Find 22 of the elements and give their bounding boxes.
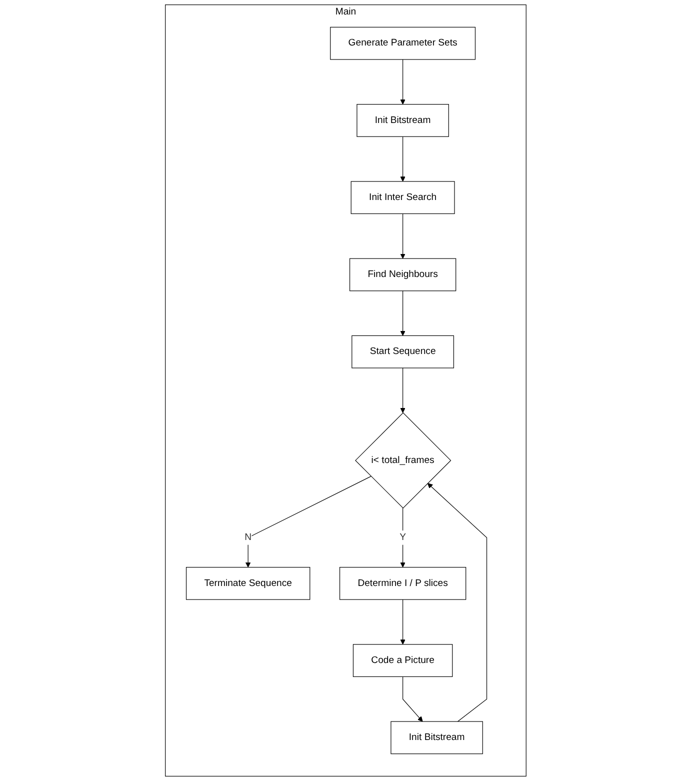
node-diamond: i< total_frames xyxy=(354,412,451,509)
node-box: Generate Parameter Sets xyxy=(330,26,476,60)
arrow xyxy=(400,59,406,105)
arrow xyxy=(400,213,406,259)
arrow xyxy=(245,476,372,568)
node-box: Find Neighbours xyxy=(349,258,456,292)
arrow xyxy=(402,676,423,722)
node-box: Init Inter Search xyxy=(350,181,455,214)
node-box: Start Sequence xyxy=(351,335,454,368)
edge-label: N xyxy=(244,532,252,542)
node-box: Init Bitstream xyxy=(390,721,483,754)
arrow xyxy=(427,483,487,722)
arrow xyxy=(400,599,406,645)
edge-label: Y xyxy=(399,532,406,542)
node-box: Code a Picture xyxy=(352,644,452,677)
node-box: Terminate Sequence xyxy=(186,566,310,600)
arrow xyxy=(400,508,406,568)
arrow xyxy=(400,290,406,336)
arrow xyxy=(400,136,406,182)
arrow xyxy=(400,368,406,414)
node-box: Init Bitstream xyxy=(356,104,449,137)
node-box: Determine I / P slices xyxy=(339,566,466,600)
